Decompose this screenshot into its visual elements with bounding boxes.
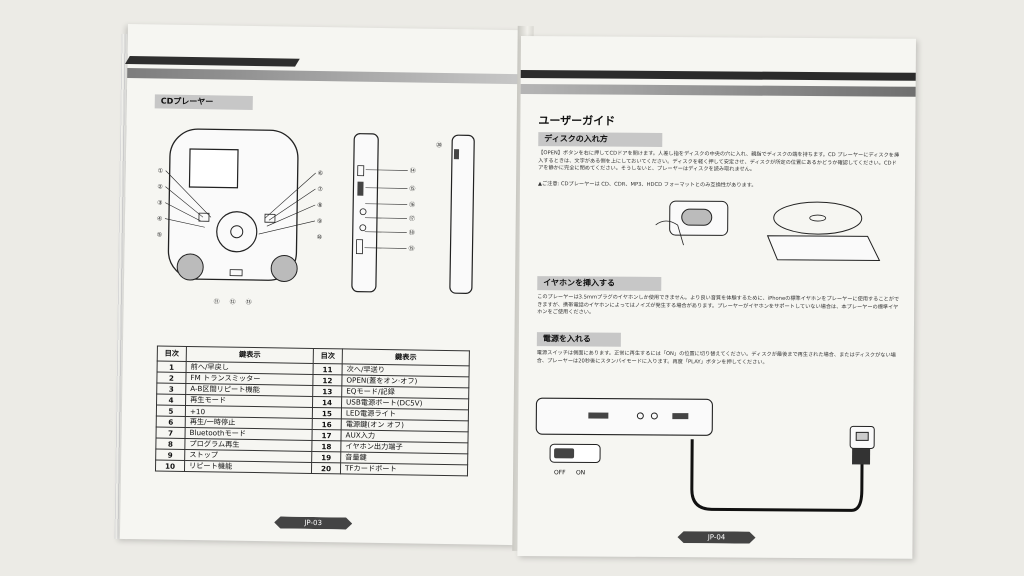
header-band-gray-right <box>520 83 916 97</box>
disc-instructions: 【OPEN】ボタンを右に押してCDドアを開けます。人差し指をディスクの中央の穴に… <box>538 150 900 173</box>
callout-11: ⑪ <box>214 297 220 305</box>
power-instructions: 電源スイッチは側面にあります。正常に再生するには「ON」の位置に切り替えてくださ… <box>536 350 896 366</box>
callout-8: ⑧ <box>317 202 322 209</box>
row-number: 17 <box>311 429 342 441</box>
right-page: ユーザーガイド ディスクの入れ方 【OPEN】ボタンを右に押してCDドアを開けま… <box>517 36 916 559</box>
header-band-dark <box>125 56 300 67</box>
switch-on-label: ON <box>576 469 585 476</box>
callout-13: ⑬ <box>246 298 252 306</box>
row-number: 2 <box>156 371 187 384</box>
table-header-no-2: 目次 <box>313 348 343 364</box>
row-number: 14 <box>312 396 342 408</box>
callout-15: ⑮ <box>409 184 415 192</box>
switch-off-label: OFF <box>554 469 566 476</box>
left-page: CDプレーヤー ① ② ③ ④ ⑤ ⑥ <box>119 24 526 546</box>
callout-4: ④ <box>157 215 162 222</box>
row-number: 4 <box>156 393 186 406</box>
row-number: 20 <box>311 462 341 474</box>
disc-insert-illustration <box>655 200 881 262</box>
row-number: 16 <box>312 418 342 430</box>
callout-6: ⑥ <box>318 170 323 177</box>
page-label-right: JP-04 <box>677 531 755 544</box>
callout-19: ⑲ <box>408 244 414 252</box>
section-power: 電源を入れる <box>536 332 621 347</box>
section-earphone: イヤホンを挿入する <box>537 276 662 291</box>
disc-note: ▲ご注意: CDプレーヤーは CD、CDR、MP3、HDCD フォーマットとのみ… <box>537 181 757 189</box>
callout-18: ⑱ <box>409 228 415 236</box>
callout-12: ⑫ <box>230 298 236 306</box>
row-number: 19 <box>311 451 341 463</box>
row-number: 7 <box>156 426 186 439</box>
page-label-left: JP-03 <box>274 516 352 529</box>
earphone-instructions: このプレーヤーは3.5mmプラグのイヤホンしか使用できません。より良い音質を体験… <box>537 294 900 316</box>
row-number: 6 <box>156 415 186 428</box>
callout-9: ⑨ <box>317 218 322 225</box>
row-label: リピート機能 <box>184 460 312 474</box>
header-band-gray <box>127 67 526 85</box>
row-number: 5 <box>156 404 186 417</box>
callout-20: ⑳ <box>436 141 442 149</box>
callout-5: ⑤ <box>157 231 162 238</box>
row-number: 8 <box>155 437 185 450</box>
player-edge-diagram: ⑳ <box>436 134 475 294</box>
callout-14: ⑭ <box>410 166 416 174</box>
callout-3: ③ <box>157 199 162 206</box>
row-number: 12 <box>312 374 343 386</box>
table-header-no: 目次 <box>157 346 187 362</box>
callout-16: ⑯ <box>409 200 415 208</box>
row-number: 9 <box>155 448 185 461</box>
callout-1: ① <box>158 167 163 174</box>
player-side-diagram: ⑭ ⑮ ⑯ ⑰ ⑱ ⑲ <box>351 133 416 293</box>
row-number: 1 <box>157 361 187 373</box>
row-number: 15 <box>312 407 342 419</box>
callout-7: ⑦ <box>317 186 323 193</box>
header-band-dark-right <box>520 69 916 81</box>
section-disc: ディスクの入れ方 <box>538 132 663 147</box>
page-title: ユーザーガイド <box>538 114 616 128</box>
row-number: 18 <box>311 440 341 452</box>
row-number: 3 <box>156 382 186 395</box>
row-number: 13 <box>312 385 342 397</box>
section-cd-player: CDプレーヤー <box>154 94 253 110</box>
callout-10: ⑩ <box>317 234 322 241</box>
row-number: 10 <box>155 459 185 472</box>
callout-2: ② <box>157 183 163 190</box>
player-front-diagram: ① ② ③ ④ ⑤ ⑥ ⑦ ⑧ ⑨ ⑩ ⑪ ⑫ ⑬ <box>157 128 323 306</box>
row-label: TFカードポート <box>340 462 468 476</box>
callout-17: ⑰ <box>409 214 415 222</box>
row-number: 11 <box>313 363 343 375</box>
power-switch-illustration: OFF ON <box>535 397 875 512</box>
